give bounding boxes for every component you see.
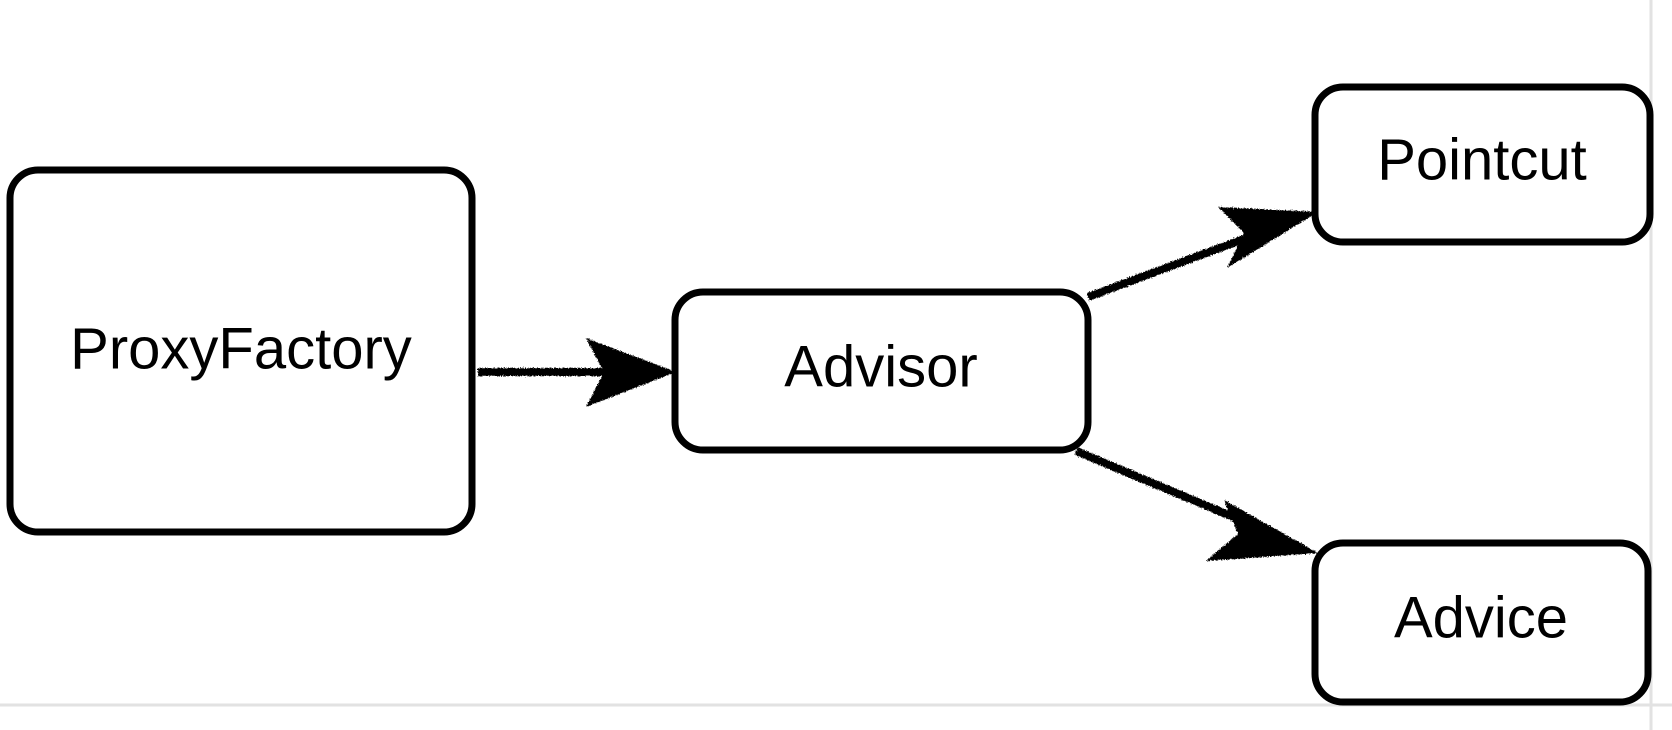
node-proxyfactory-label: ProxyFactory bbox=[70, 316, 412, 381]
node-pointcut-label: Pointcut bbox=[1377, 127, 1587, 192]
arrowhead-icon bbox=[1218, 207, 1318, 268]
edge-proxyfactory-to-advisor[interactable] bbox=[478, 338, 676, 407]
arrowhead-icon bbox=[586, 338, 676, 407]
node-layer: ProxyFactory Advisor Pointcut Advice bbox=[6, 83, 1654, 706]
node-advisor[interactable]: Advisor bbox=[671, 288, 1092, 454]
node-pointcut-box bbox=[1311, 83, 1654, 246]
node-pointcut[interactable]: Pointcut bbox=[1311, 83, 1654, 246]
edge-advisor-to-pointcut[interactable] bbox=[1086, 207, 1318, 301]
arrowhead-icon bbox=[1206, 500, 1318, 561]
node-advice-box bbox=[1311, 539, 1652, 706]
node-advisor-label: Advisor bbox=[784, 334, 977, 399]
node-advisor-box bbox=[671, 288, 1092, 454]
edge-advisor-to-advice[interactable] bbox=[1074, 447, 1318, 561]
node-advice[interactable]: Advice bbox=[1311, 539, 1652, 706]
node-proxyfactory-box bbox=[6, 166, 476, 536]
edge-shaft bbox=[1086, 226, 1270, 301]
node-proxyfactory[interactable]: ProxyFactory bbox=[6, 166, 476, 536]
edge-layer bbox=[478, 207, 1318, 561]
node-advice-label: Advice bbox=[1394, 585, 1568, 650]
